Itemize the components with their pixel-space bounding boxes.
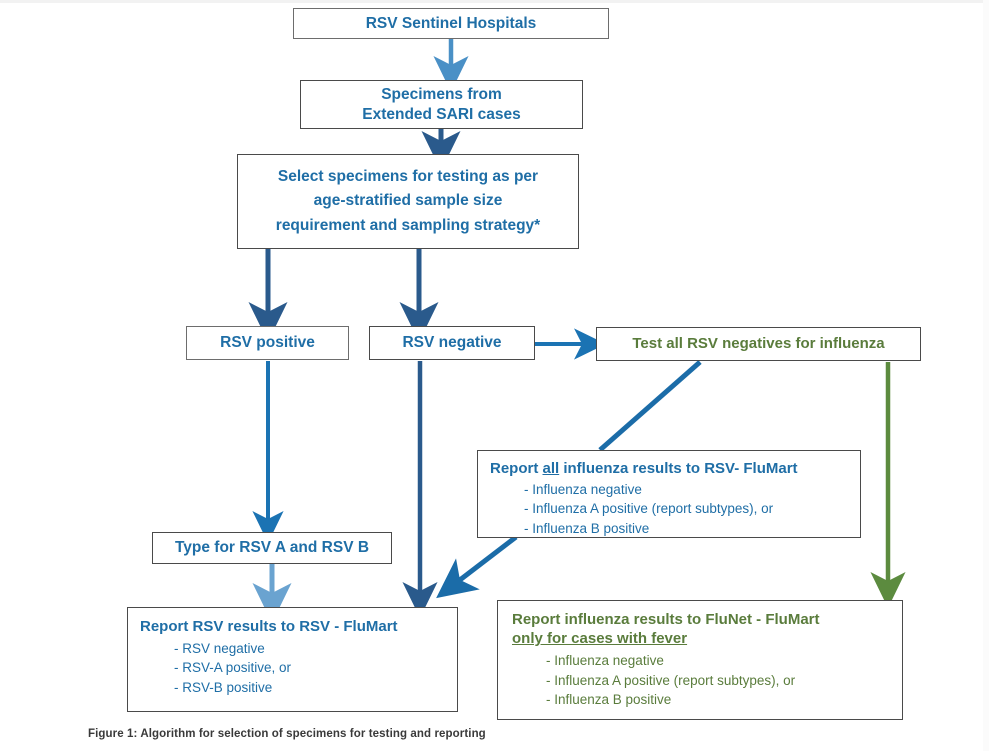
figure-caption: Figure 1: Algorithm for selection of spe…	[88, 728, 486, 740]
node-type-for-rsv[interactable]: Type for RSV A and RSV B	[152, 532, 392, 564]
list-item: - RSV-B positive	[174, 679, 273, 695]
node-bullet-list: - Influenza negative - Influenza A posit…	[524, 480, 860, 537]
list-item: - Influenza negative	[546, 653, 664, 669]
node-label-line3: requirement and sampling strategy*	[275, 216, 541, 234]
node-select-specimens[interactable]: Select specimens for testing as per age-…	[237, 154, 579, 249]
page-top-edge	[0, 0, 989, 3]
node-report-influenza-flunet[interactable]: Report influenza results to FluNet - Flu…	[497, 600, 903, 720]
node-rsv-negative[interactable]: RSV negative	[369, 326, 535, 360]
node-heading: Report RSV results to RSV - FluMart	[140, 618, 398, 635]
node-specimens-from-sari[interactable]: Specimens from Extended SARI cases	[300, 80, 583, 129]
node-bullet-list: - Influenza negative - Influenza A posit…	[546, 651, 902, 708]
node-test-all-rsv-negatives[interactable]: Test all RSV negatives for influenza	[596, 327, 921, 361]
list-item: - Influenza A positive (report subtypes)…	[524, 501, 774, 517]
node-label-line1: Specimens from	[381, 85, 502, 103]
heading-post: influenza results to RSV- FluMart	[559, 460, 798, 477]
node-rsv-sentinel-hospitals[interactable]: RSV Sentinel Hospitals	[293, 8, 609, 39]
arrow-report-all-to-report-rsv	[436, 535, 518, 599]
node-heading: Report all influenza results to RSV- Flu…	[490, 459, 860, 478]
node-label-line1: Select specimens for testing as per	[277, 168, 539, 186]
node-bullet-list: - RSV negative - RSV-A positive, or - RS…	[174, 639, 457, 696]
node-label: RSV negative	[402, 334, 502, 352]
node-report-all-influenza[interactable]: Report all influenza results to RSV- Flu…	[477, 450, 861, 538]
heading-pre: Report	[490, 460, 543, 477]
list-item: - Influenza negative	[524, 482, 642, 498]
node-report-rsv-results[interactable]: Report RSV results to RSV - FluMart - RS…	[127, 607, 458, 712]
node-label: RSV Sentinel Hospitals	[365, 14, 537, 32]
node-heading-line2: only for cases with fever	[512, 630, 688, 648]
node-label: Test all RSV negatives for influenza	[632, 335, 885, 353]
list-item: - RSV negative	[174, 641, 265, 657]
node-rsv-positive[interactable]: RSV positive	[186, 326, 349, 360]
node-label-line2: age-stratified sample size	[313, 192, 503, 210]
list-item: - Influenza A positive (report subtypes)…	[546, 672, 796, 688]
page-right-edge	[983, 0, 989, 751]
node-heading-line1: Report influenza results to FluNet - Flu…	[512, 611, 820, 628]
arrow-test-influenza-to-report-all	[598, 360, 702, 452]
list-item: - Influenza B positive	[524, 520, 650, 536]
node-label-line2: Extended SARI cases	[362, 105, 521, 123]
node-label: Type for RSV A and RSV B	[174, 539, 370, 557]
list-item: - Influenza B positive	[546, 691, 672, 707]
heading-underlined: all	[542, 460, 560, 477]
list-item: - RSV-A positive, or	[174, 660, 292, 676]
node-label: RSV positive	[220, 334, 315, 352]
